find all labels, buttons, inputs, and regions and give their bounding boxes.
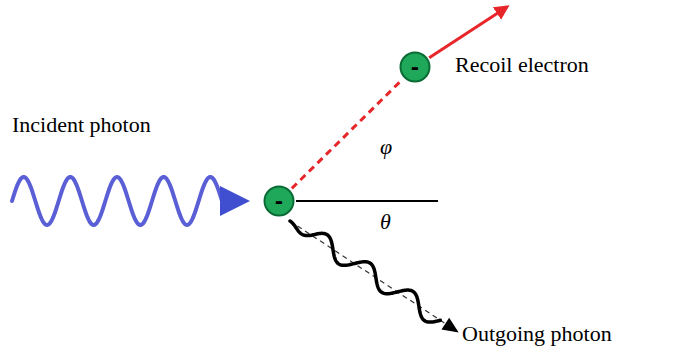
outgoing-guide: [290, 221, 452, 328]
part-label: Recoil electron: [455, 53, 589, 77]
incident-arrowhead: [220, 186, 250, 216]
part-label: Incident photon: [12, 113, 151, 137]
electron-charge: -: [275, 191, 283, 211]
outgoing-arrowhead: [441, 318, 458, 333]
incident-wave: [12, 177, 222, 225]
recoil-dashed: [292, 80, 402, 189]
angle-label: φ: [380, 135, 392, 159]
angle-label: θ: [380, 210, 391, 234]
electron-charge: -: [411, 57, 419, 77]
part-label: Outgoing photon: [462, 322, 612, 346]
electron-fill: [265, 187, 294, 216]
electron-fill: [401, 53, 430, 82]
electron-circle: -: [399, 51, 431, 83]
recoil-path: [292, 7, 507, 188]
electron-circle: -: [263, 185, 295, 217]
reference-line: [296, 200, 438, 202]
outgoing-wave: [290, 221, 440, 322]
recoil-arrow: [429, 7, 507, 58]
